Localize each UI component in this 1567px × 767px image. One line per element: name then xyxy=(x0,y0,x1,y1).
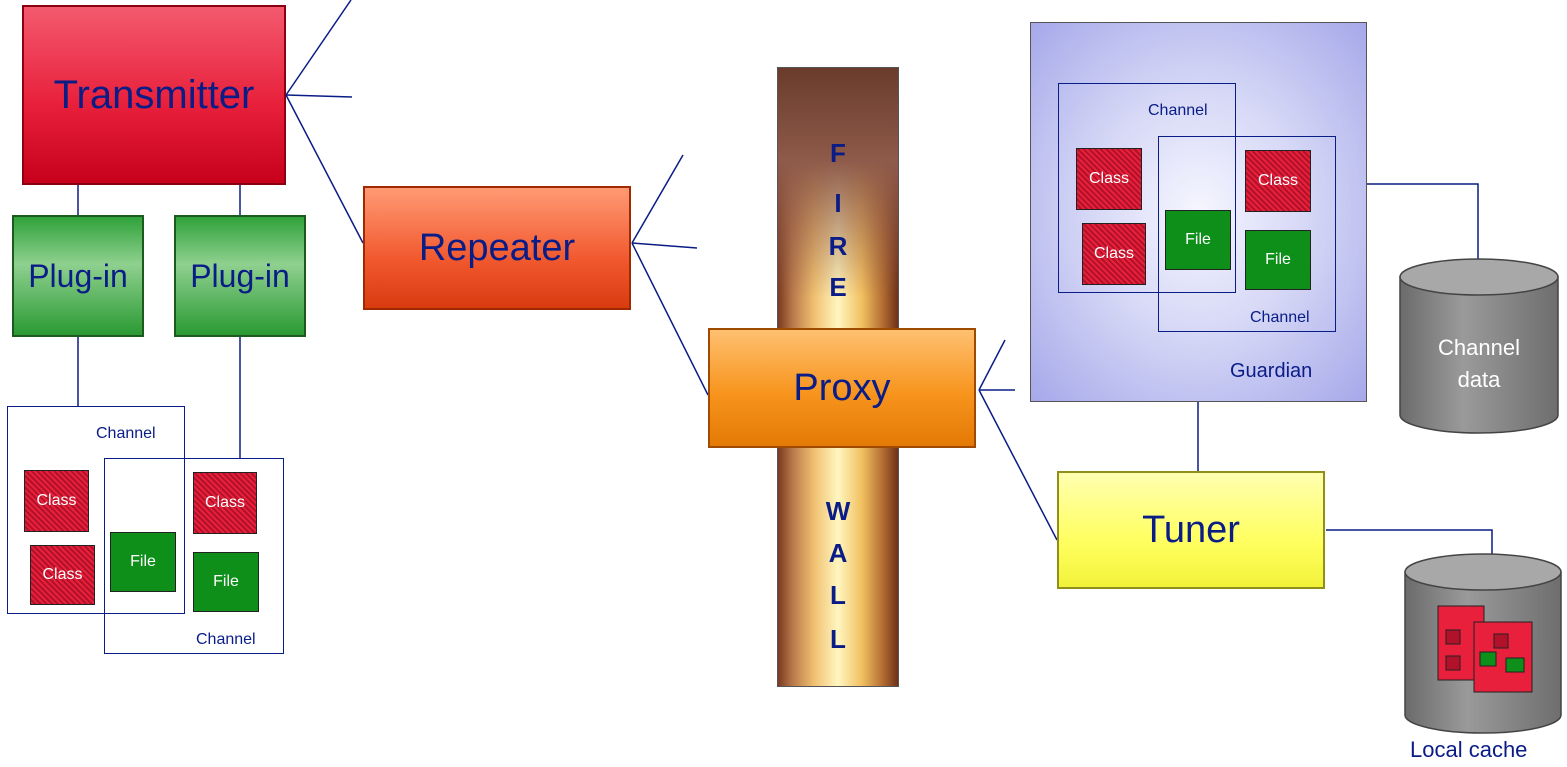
firewall-letter: R xyxy=(828,231,848,261)
class-block: Class xyxy=(1245,150,1311,212)
proxy-box: Proxy xyxy=(708,328,976,448)
proxy-label: Proxy xyxy=(793,366,891,409)
plugin-box-left: Plug-in xyxy=(12,215,144,337)
local-cache-cylinder xyxy=(1404,553,1562,734)
plugin-label: Plug-in xyxy=(190,257,290,294)
file-block: File xyxy=(1165,210,1231,270)
left-channel-label-a: Channel xyxy=(96,425,156,442)
firewall-letter: I xyxy=(834,188,842,218)
transmitter-label: Transmitter xyxy=(53,72,255,117)
file-block: File xyxy=(110,532,176,592)
right-channel-box-a xyxy=(1058,83,1236,293)
plugin-box-right: Plug-in xyxy=(174,215,306,337)
channel-data-line1: Channel xyxy=(1438,335,1520,360)
tuner-box: Tuner xyxy=(1057,471,1325,589)
class-block: Class xyxy=(193,472,257,534)
right-channel-label-b: Channel xyxy=(1250,309,1310,326)
tuner-label: Tuner xyxy=(1142,508,1240,551)
right-channel-box-b xyxy=(1158,136,1336,332)
channel-data-line2: data xyxy=(1457,367,1501,392)
repeater-label: Repeater xyxy=(418,226,576,269)
file-block: File xyxy=(1245,230,1311,290)
class-block: Class xyxy=(30,545,95,605)
repeater-box: Repeater xyxy=(363,186,631,310)
firewall-letter: W xyxy=(825,496,851,526)
channel-data-cylinder xyxy=(1399,258,1559,434)
firewall-letter: L xyxy=(830,624,846,654)
firewall-letter: F xyxy=(830,138,846,168)
left-channel-box-b xyxy=(104,458,284,654)
right-channel-label-a: Channel xyxy=(1148,102,1208,119)
firewall-letter: E xyxy=(829,272,847,302)
local-cache-label: Local cache xyxy=(1410,737,1528,762)
transmitter-box: Transmitter xyxy=(22,5,286,185)
class-block: Class xyxy=(1082,223,1146,285)
file-block: File xyxy=(193,552,259,612)
guardian-label: Guardian xyxy=(1230,360,1313,382)
class-block: Class xyxy=(1076,148,1142,210)
left-channel-label-b: Channel xyxy=(196,631,256,648)
left-channel-box-a xyxy=(7,406,185,614)
channel-data-label: Channel data xyxy=(1396,332,1562,396)
firewall-letter: A xyxy=(828,538,848,568)
class-block: Class xyxy=(24,470,89,532)
plugin-label: Plug-in xyxy=(28,257,128,294)
firewall-letter: L xyxy=(830,580,846,610)
